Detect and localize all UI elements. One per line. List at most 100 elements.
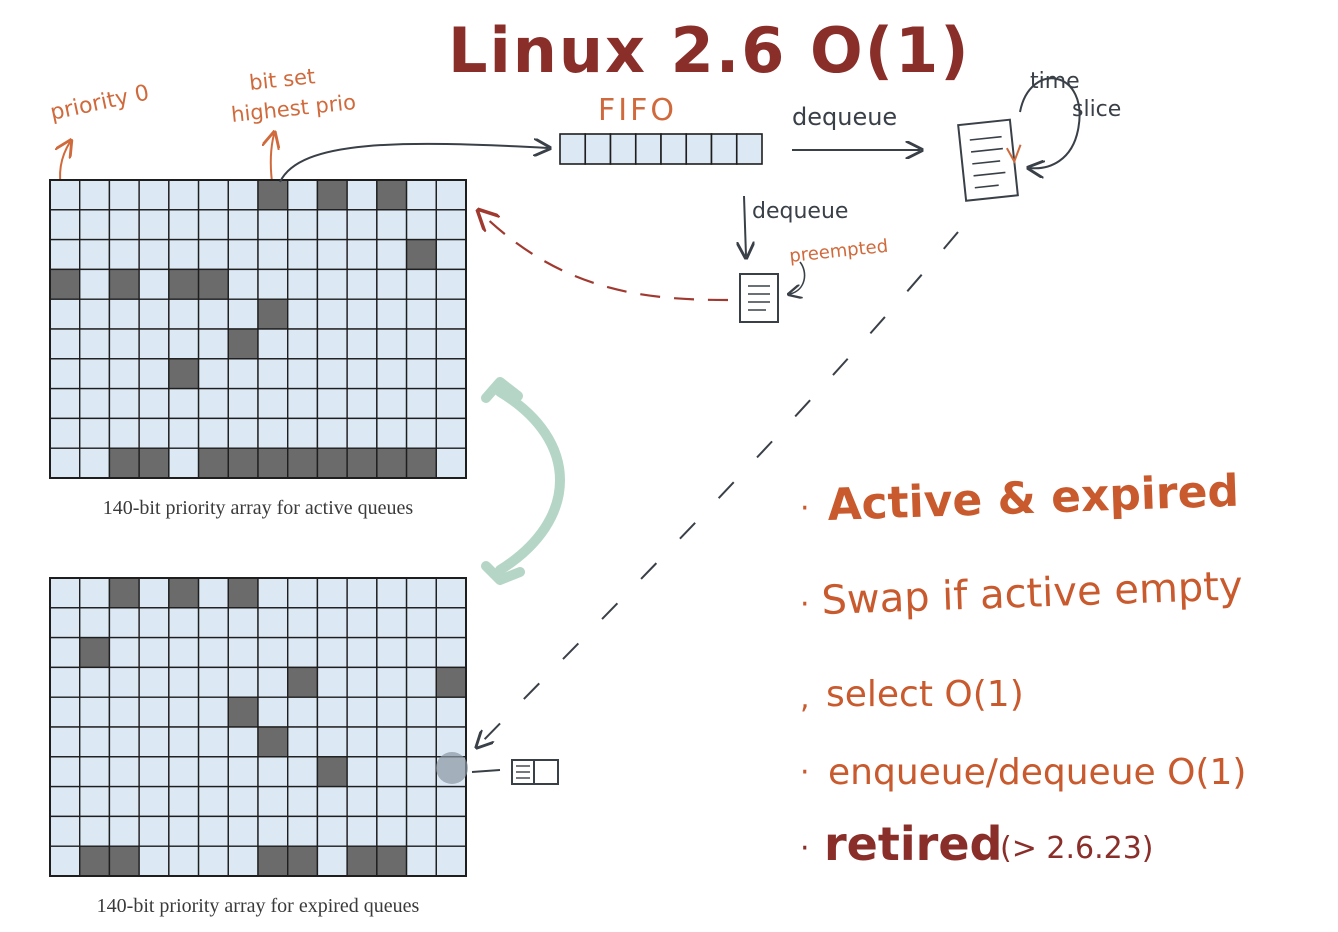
priority-bit-clear [49,387,81,420]
priority-bit-clear [197,328,229,360]
priority-bit-clear [376,607,408,639]
priority-bit-clear [376,298,408,330]
priority-bit-clear [346,636,378,669]
priority-bit-clear [138,845,170,877]
priority-bit-clear [287,238,319,271]
priority-bit-clear [108,666,140,698]
fifo-label: FIFO [598,93,677,128]
priority-bit-clear [316,298,348,330]
priority-bit-clear [138,726,170,758]
fifo-slot [685,133,713,165]
priority-bit-set [257,179,289,211]
priority-bit-clear [108,785,140,818]
priority-bit-set [405,447,437,479]
priority-bit-clear [405,328,437,360]
priority-bit-clear [287,785,319,818]
priority-bit-clear [79,417,111,449]
priority-bit-clear [316,726,348,758]
priority-bit-clear [376,209,408,241]
priority-bit-clear [138,209,170,241]
priority-bit-clear [138,607,170,639]
bit-to-fifo-arrow [279,144,548,183]
expire-to-expired-arrow [478,231,959,746]
priority-bit-clear [435,696,467,728]
fifo-slot [660,133,688,165]
priority-bit-set [346,845,378,877]
fifo-slot [559,133,587,165]
priority-bit-set [257,298,289,330]
active-priority-array [49,179,467,479]
priority-bit-clear [346,417,378,449]
priority-bit-clear [435,209,467,241]
priority-bit-clear [257,785,289,818]
priority-bit-set [435,666,467,698]
priority-bit-clear [376,328,408,360]
priority-bit-clear [227,756,259,788]
priority-bit-clear [49,726,81,758]
priority-bit-clear [376,636,408,669]
priority-bit-clear [435,298,467,330]
priority-bit-clear [168,666,200,698]
priority-bit-clear [287,726,319,758]
priority-bit-clear [405,785,437,818]
priority-bit-clear [108,696,140,728]
priority-bit-clear [197,726,229,758]
priority-bit-set [108,447,140,479]
swap-arrow-head-top [481,377,523,403]
priority-bit-set [376,179,408,211]
priority-bit-clear [168,238,200,271]
priority-bit-clear [257,636,289,669]
priority-bit-clear [227,238,259,271]
priority-bit-clear [227,179,259,211]
priority-bit-clear [108,726,140,758]
priority-bit-clear [49,417,81,449]
priority-bit-set [376,845,408,877]
note-bullet: · [800,831,810,866]
priority-array-border [49,179,467,479]
priority-bit-clear [49,636,81,669]
priority-bit-clear [49,666,81,698]
priority-bit-clear [108,179,140,211]
priority-bit-clear [346,387,378,420]
priority-bit-clear [197,298,229,330]
priority-bit-clear [287,358,319,390]
priority-bit-clear [108,358,140,390]
swap-arrow [495,387,565,575]
priority-bit-clear [49,607,81,639]
priority-bit-clear [138,387,170,420]
priority-bit-clear [257,577,289,609]
priority-bit-clear [197,577,229,609]
priority-bit-set [257,726,289,758]
priority-bit-clear [197,785,229,818]
priority-bit-clear [197,179,229,211]
priority-bit-set [227,577,259,609]
priority-bit-clear [108,238,140,271]
priority-bit-clear [138,666,170,698]
priority-bit-clear [376,696,408,728]
priority-bit-clear [227,417,259,449]
priority-bit-clear [49,785,81,818]
priority-bit-set [376,447,408,479]
priority-bit-clear [197,387,229,420]
priority-bit-clear [435,636,467,669]
note-retired-version: (> 2.6.23) [1000,831,1154,866]
priority-bit-clear [79,666,111,698]
priority-bit-set [138,447,170,479]
priority-bit-set [168,358,200,390]
priority-bit-clear [376,268,408,300]
priority-bit-clear [138,756,170,788]
priority-bit-set [197,268,229,300]
priority-bit-clear [49,209,81,241]
priority-bit-clear [227,358,259,390]
priority-bit-clear [168,209,200,241]
fifo-slot [609,133,637,165]
priority-bit-clear [405,209,437,241]
priority-bit-clear [435,577,467,609]
priority-bit-clear [435,607,467,639]
expired-task-icon [511,759,559,785]
priority-bit-clear [257,696,289,728]
priority-bit-clear [346,756,378,788]
priority-bit-clear [257,268,289,300]
priority-bit-clear [287,328,319,360]
dequeue-right-label: dequeue [792,103,897,131]
